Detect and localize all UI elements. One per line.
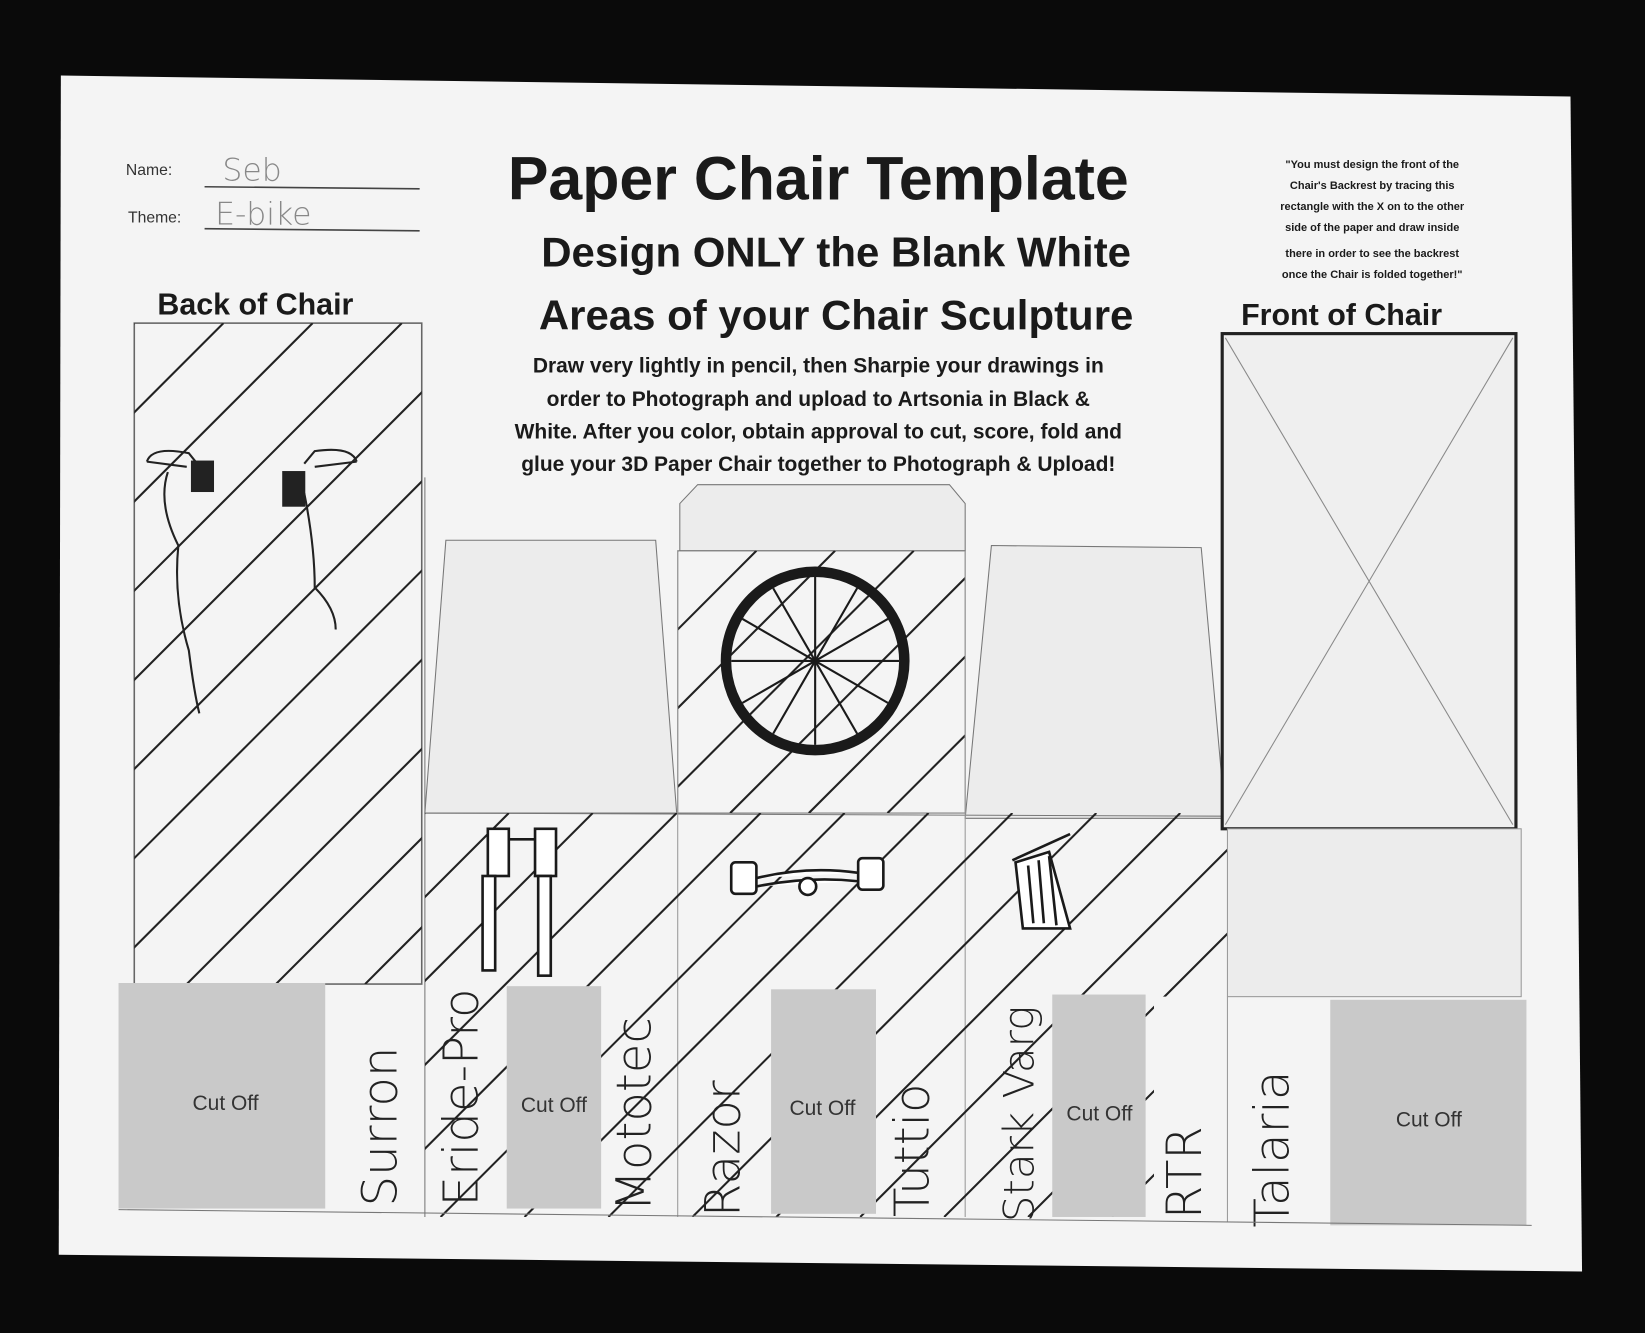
- cut-off-label: Cut Off: [1396, 1109, 1462, 1132]
- hatch-line: [185, 747, 422, 985]
- brand-name: Tuttio: [884, 1083, 940, 1217]
- fork-drawing: [481, 827, 558, 977]
- instruction-line: order to Photograph and upload to Artson…: [547, 388, 1090, 411]
- cut-off-label: Cut Off: [789, 1097, 855, 1120]
- left-side-panel: [424, 539, 678, 814]
- instruction-line: glue your 3D Paper Chair together to Pho…: [521, 453, 1115, 476]
- front-of-chair-label: Front of Chair: [1241, 298, 1442, 332]
- hatch-line: [886, 733, 966, 814]
- hatch-line: [134, 480, 422, 771]
- handlebar-small-drawing: [729, 856, 885, 897]
- subtitle-line-2: Areas of your Chair Sculpture: [539, 291, 1133, 338]
- wheel-drawing: [720, 566, 910, 756]
- hatch-line: [134, 323, 314, 503]
- wheel-spoke: [772, 660, 817, 735]
- wheel-spoke: [814, 587, 859, 662]
- note-line: "You must design the front of the: [1285, 159, 1459, 171]
- note-line: rectangle with the X on to the other: [1280, 201, 1465, 213]
- cut-off-box: [118, 983, 326, 1209]
- right-side-panel: [964, 545, 1226, 819]
- brand-name: Mototec: [606, 1017, 662, 1212]
- brand-name: Razor: [696, 1080, 752, 1217]
- back-of-chair-label: Back of Chair: [157, 288, 353, 322]
- brand-name: Eride-Pro: [433, 988, 489, 1206]
- wheel-spoke: [741, 660, 816, 704]
- backrest-note: "You must design the front of the Chair'…: [1280, 159, 1465, 281]
- cut-off-box: [1052, 994, 1146, 1217]
- name-label: Name:: [126, 162, 172, 179]
- handlebar-drawing: [145, 448, 358, 714]
- hatch-line: [134, 390, 422, 682]
- cut-off-label: Cut Off: [1066, 1102, 1132, 1125]
- note-line: Chair's Backrest by tracing this: [1290, 180, 1455, 192]
- brand-name: Stark Varg: [994, 1006, 1043, 1223]
- wheel-spoke: [814, 660, 859, 735]
- cut-off-label: Cut Off: [193, 1092, 259, 1115]
- note-line: there in order to see the backrest: [1285, 248, 1459, 260]
- subtitle-line-1: Design ONLY the Blank White: [541, 228, 1131, 275]
- theme-label: Theme:: [128, 209, 181, 226]
- wheel-spoke: [741, 618, 816, 662]
- cut-off-box: [1330, 999, 1527, 1226]
- wheel-spoke: [814, 618, 889, 662]
- instructions: Draw very lightly in pencil, then Sharpi…: [515, 354, 1122, 476]
- hatch-line: [424, 813, 510, 1217]
- brand-names: Surron Eride-Pro Mototec Razor Tuttio St…: [353, 988, 1301, 1227]
- instruction-line: White. After you color, obtain approval …: [515, 421, 1122, 444]
- instruction-line: Draw very lightly in pencil, then Sharpi…: [533, 354, 1104, 377]
- hatch-line: [424, 813, 594, 1217]
- seat-tab: [679, 484, 966, 552]
- name-value: Seb: [222, 152, 281, 188]
- brand-name: Surron: [353, 1047, 409, 1207]
- hatch-line: [943, 813, 1228, 1217]
- theme-value: E-bike: [215, 197, 311, 233]
- wheel-spoke: [772, 587, 817, 662]
- cut-off-box: [506, 986, 602, 1209]
- hatch-line: [134, 658, 422, 949]
- note-line: side of the paper and draw inside: [1285, 222, 1459, 234]
- cut-off-box: [771, 989, 876, 1214]
- paper-sheet: [58, 75, 1583, 1272]
- hatch-line: [134, 569, 422, 860]
- hatch-line: [808, 655, 966, 814]
- seat-front-panel: [1226, 828, 1522, 998]
- hatch-line: [729, 576, 966, 814]
- note-line: once the Chair is folded together!": [1282, 269, 1463, 281]
- wheel-spoke: [814, 660, 889, 704]
- page-title: Paper Chair Template: [508, 144, 1129, 212]
- cut-off-label: Cut Off: [521, 1094, 587, 1117]
- hatch-line: [677, 550, 758, 631]
- brand-name: RTR: [1157, 1126, 1213, 1219]
- hatch-line: [424, 813, 678, 1217]
- hatch-line: [275, 836, 422, 985]
- hatch-line: [134, 323, 403, 593]
- brand-name: Talaria: [1244, 1071, 1300, 1228]
- hatch-line: [677, 550, 836, 710]
- cut-off-boxes: Cut Off Cut Off Cut Off Cut Off Cut Off: [118, 983, 1527, 1226]
- seat-drawing: [1011, 832, 1072, 930]
